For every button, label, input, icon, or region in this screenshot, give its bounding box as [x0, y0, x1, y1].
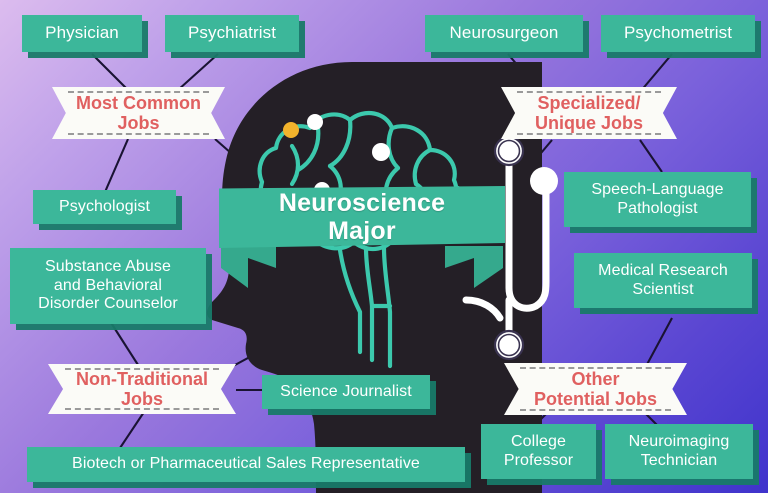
title-line-2: Major — [328, 217, 396, 245]
job-label: Psychologist — [58, 197, 151, 215]
category-label-line2: Jobs — [120, 389, 163, 409]
ribbon-dashed-line-bottom — [64, 408, 220, 410]
job-label: Psychiatrist — [187, 23, 277, 43]
job-box-college-professor[interactable]: College Professor — [481, 424, 596, 479]
job-label: Physician — [45, 23, 119, 43]
job-box-speech-language-pathologist[interactable]: Speech-Language Pathologist — [564, 172, 751, 227]
job-label-line3: Disorder Counselor — [38, 295, 178, 313]
job-box-psychometrist[interactable]: Psychometrist — [601, 15, 755, 52]
category-label: Most Common Jobs — [62, 93, 215, 133]
job-box-neurosurgeon[interactable]: Neurosurgeon — [425, 15, 583, 52]
job-box-substance-abuse-counselor[interactable]: Substance Abuse and Behavioral Disorder … — [10, 248, 206, 324]
ribbon-dashed-line-top — [64, 368, 220, 370]
category-label-line2: Unique Jobs — [534, 113, 643, 133]
job-box-biotech-sales-rep[interactable]: Biotech or Pharmaceutical Sales Represen… — [27, 447, 465, 482]
job-label-line1: Speech-Language — [591, 180, 724, 198]
job-label-line2: Technician — [640, 451, 718, 469]
job-box-psychiatrist[interactable]: Psychiatrist — [165, 15, 299, 52]
stethoscope-earpiece — [530, 167, 558, 195]
job-label: Biotech or Pharmaceutical Sales Represen… — [72, 455, 420, 473]
ribbon-dashed-line-top — [516, 91, 662, 93]
job-box-physician[interactable]: Physician — [22, 15, 142, 52]
job-label-line2: Professor — [503, 451, 574, 469]
ribbon-dashed-line-bottom — [516, 133, 662, 135]
brain-dot-white-1 — [307, 114, 323, 130]
category-label-line2: Jobs — [117, 113, 160, 133]
job-box-neuroimaging-technician[interactable]: Neuroimaging Technician — [605, 424, 753, 479]
category-ribbon-other-potential[interactable]: Other Potential Jobs — [504, 363, 687, 415]
job-label: Science Journalist — [280, 382, 412, 400]
job-box-science-journalist[interactable]: Science Journalist — [262, 375, 430, 409]
job-label-line1: College — [511, 432, 566, 450]
job-label-line1: Neuroimaging — [628, 432, 730, 450]
category-label-line1: Most Common — [76, 92, 201, 113]
category-ribbon-specialized-unique[interactable]: Specialized/ Unique Jobs — [501, 87, 677, 139]
category-ribbon-most-common[interactable]: Most Common Jobs — [52, 87, 225, 139]
category-label-line1: Non-Traditional — [76, 368, 208, 389]
category-label-line1: Other — [571, 368, 620, 389]
brain-dot-orange — [283, 122, 299, 138]
ribbon-dashed-line-top — [67, 91, 210, 93]
job-label-line2: Scientist — [632, 280, 694, 298]
category-label-line2: Potential Jobs — [533, 389, 658, 409]
job-box-medical-research-scientist[interactable]: Medical Research Scientist — [574, 253, 752, 308]
title-line-1: Neuroscience — [278, 189, 446, 217]
job-label-line1: Medical Research — [598, 261, 728, 279]
category-label: Specialized/ Unique Jobs — [521, 93, 657, 133]
title-banner-shape — [219, 186, 505, 248]
page-title: Neuroscience Major — [219, 186, 505, 248]
category-label: Other Potential Jobs — [520, 369, 671, 409]
ribbon-dashed-line-top — [520, 367, 671, 369]
category-ribbon-non-traditional[interactable]: Non-Traditional Jobs — [48, 364, 236, 414]
ribbon-dashed-line-bottom — [520, 409, 671, 411]
job-label: Neurosurgeon — [449, 23, 559, 43]
category-label-line1: Specialized/ — [537, 92, 641, 113]
job-label-line2: Pathologist — [617, 199, 698, 217]
brain-dot-white-2 — [372, 143, 390, 161]
job-label-line2: and Behavioral — [53, 276, 163, 294]
category-label: Non-Traditional Jobs — [62, 369, 222, 409]
ribbon-dashed-line-bottom — [67, 133, 210, 135]
job-box-psychologist[interactable]: Psychologist — [33, 190, 176, 224]
job-label: Psychometrist — [623, 23, 733, 43]
job-label-line1: Substance Abuse — [44, 257, 172, 275]
